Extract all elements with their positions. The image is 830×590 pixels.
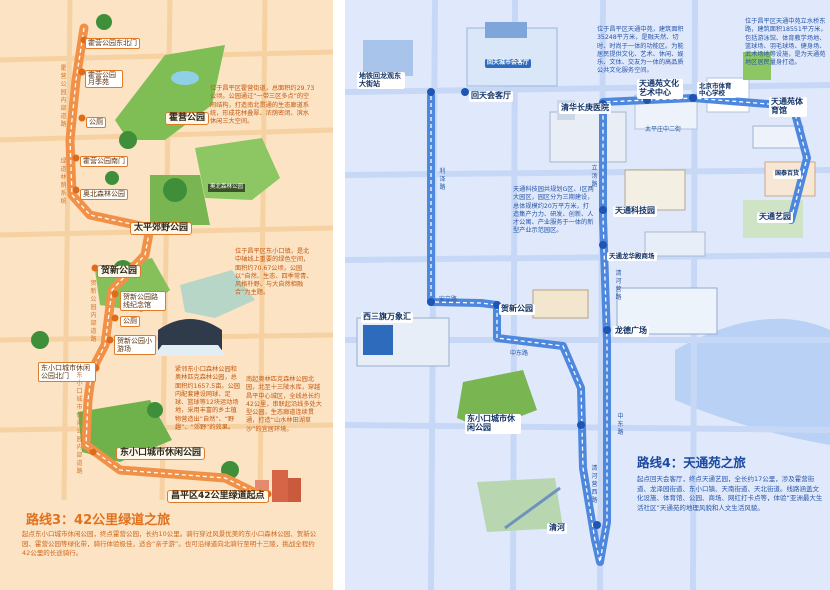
park-label-huoying: 霍营公园 <box>165 112 210 125</box>
road-label-qingheying: 清河营路 <box>615 270 622 301</box>
road-label-zhongdong-1: 中东路 <box>510 350 529 357</box>
road-label-anli: 安立路 <box>439 296 458 303</box>
stop-label-taiping-park: 太平郊野公园 <box>130 222 193 235</box>
place-label-tiantong-gym: 天通苑体育馆 <box>769 97 807 117</box>
route3-title: 路线3：42公里绿道之旅 <box>26 513 171 528</box>
place-label-guotai-dept: 国泰百货 <box>773 170 802 179</box>
place-label-longde-plaza: 龙德广场 <box>613 326 649 337</box>
water-area <box>675 318 830 445</box>
stop-label-hexin-plaza: 贺新公园小游场 <box>114 335 156 355</box>
stop-label-huoying-rose: 霍营公园月季苑 <box>85 70 123 88</box>
note-taiping: 位于昌平区东小口镇，是北中轴线上重要的绿色空间，面积约70.67公顷，公园以“自… <box>235 248 313 297</box>
stop-label-dongxiaokou-north-gate: 东小口城市休闲公园北门 <box>38 362 96 382</box>
stop-label-toilet-2: 公厕 <box>120 316 140 327</box>
route3-map-panel: 霍营公园东北门 霍营公园月季苑 公厕 霍营公园南门 奥北森林公园 太平郊野公园 … <box>0 0 333 590</box>
stop-label-toilet-1: 公厕 <box>86 117 106 128</box>
stop-label-greenway-start: 昌平区42公里绿道起点 <box>167 490 269 503</box>
tree-group <box>31 14 239 479</box>
stop-label-huoying-ne-gate: 霍营公园东北门 <box>85 38 140 49</box>
route3-description: 起点东小口城市休闲公园，终点霍营公园，长约10公里。骑行穿过风景优美的东小口森林… <box>22 530 317 557</box>
route4-pins <box>427 88 789 529</box>
route4-map-svg <box>345 0 830 590</box>
place-label-tiantong-tech-park: 天通科技园 <box>613 206 657 217</box>
road-label-taipingzhuang: 太平庄中二街 <box>645 126 682 133</box>
note-tech-park: 天通科技园共规划G区、I区两大园区，园区分为三期建设，总体规模约20万平方米，打… <box>513 186 594 235</box>
stop-label-dongxiaokou-park: 东小口城市休闲公园 <box>116 447 206 460</box>
stop-label-hexin-memorial: 贺新公园路线纪念馆 <box>120 291 166 311</box>
building-illustrations <box>356 22 816 532</box>
place-label-huilongguan-station: 地铁回龙观东大街站 <box>357 72 405 90</box>
route4-title: 路线4：天通苑之旅 <box>637 455 746 470</box>
road-label-litang: 立汤路 <box>591 165 598 188</box>
place-label-tiantong-arts-center: 天通苑文化艺术中心 <box>637 79 683 99</box>
note-dongxiaokou: 紧邻东小口森林公园和奥林匹克森林公园，总面积约1657.5亩。公园内配套建设网球… <box>175 366 240 432</box>
route4-map-panel: 地铁回龙观东大街站 回天会客厅 清华长庚医院 天通苑文化艺术中心 北京市体育中心… <box>345 0 830 590</box>
road-label-greenway-shade: 绿道林荫系统 <box>60 158 67 205</box>
stop-label-hexin-park: 贺新公园 <box>97 265 142 278</box>
sign-aobei-forest: 奥北森林公园 <box>208 184 246 192</box>
place-label-hexin-park: 贺新公园 <box>499 304 535 315</box>
road-label-lize: 利泽路 <box>439 168 446 191</box>
note-greenway: 南起奥林匹克森林公园北园，北至十三陵水库，穿越昌平中心城区，全线总长约42公里，… <box>246 376 322 433</box>
place-label-tsinghua-hospital: 清华长庚医院 <box>559 103 611 114</box>
place-label-xisanqi-mixc: 西三旗万象汇 <box>361 312 413 323</box>
road-label-zhongdong-2: 中东路 <box>617 413 624 436</box>
place-label-longhua-mall: 天通龙华殿商场 <box>607 252 657 262</box>
place-label-sports-school: 北京市体育中心学校 <box>697 82 737 99</box>
place-label-dongxiaokou-park: 东小口城市休闲公园 <box>465 414 521 434</box>
place-label-qinghe: 清河 <box>547 523 567 534</box>
stop-label-aobei-forest: 奥北森林公园 <box>80 189 128 200</box>
note-huoying: 位于昌平区霍营街道，总面积约29.73公顷。公园通过“一带三区多点”的空间结构，… <box>210 85 315 126</box>
road-label-qingheying-west: 清河营西路 <box>591 465 598 504</box>
route4-description: 起点回天会客厅，终点天通艺园，全长约17公里，涉及霍营街道、龙泽园街道、东小口镇… <box>637 475 823 512</box>
road-label-hexin-inner: 贺新公园内部道路 <box>90 280 97 343</box>
stop-label-huoying-south-gate: 霍营公园南门 <box>80 156 128 167</box>
sign-huitian-hall: 回天城市会客厅 <box>485 59 532 68</box>
note-arts-center: 位于昌平区天通中苑，建筑面积35248平方米，是融天然、切时、时尚于一体的功能区… <box>597 26 684 75</box>
road-label-dongxiaokou-inner: 东小口城市休闲公园内部道路 <box>76 372 83 475</box>
place-label-tiantong-art-garden: 天通艺园 <box>757 212 793 223</box>
note-gym: 位于昌平区天通中苑立水桥东路，建筑面积18551平方米，包括游泳馆、体育教学场地… <box>745 18 827 67</box>
road-label-huoying-inner: 霍营公园内部道路 <box>60 65 67 128</box>
place-label-huitian-hall: 回天会客厅 <box>469 91 513 102</box>
